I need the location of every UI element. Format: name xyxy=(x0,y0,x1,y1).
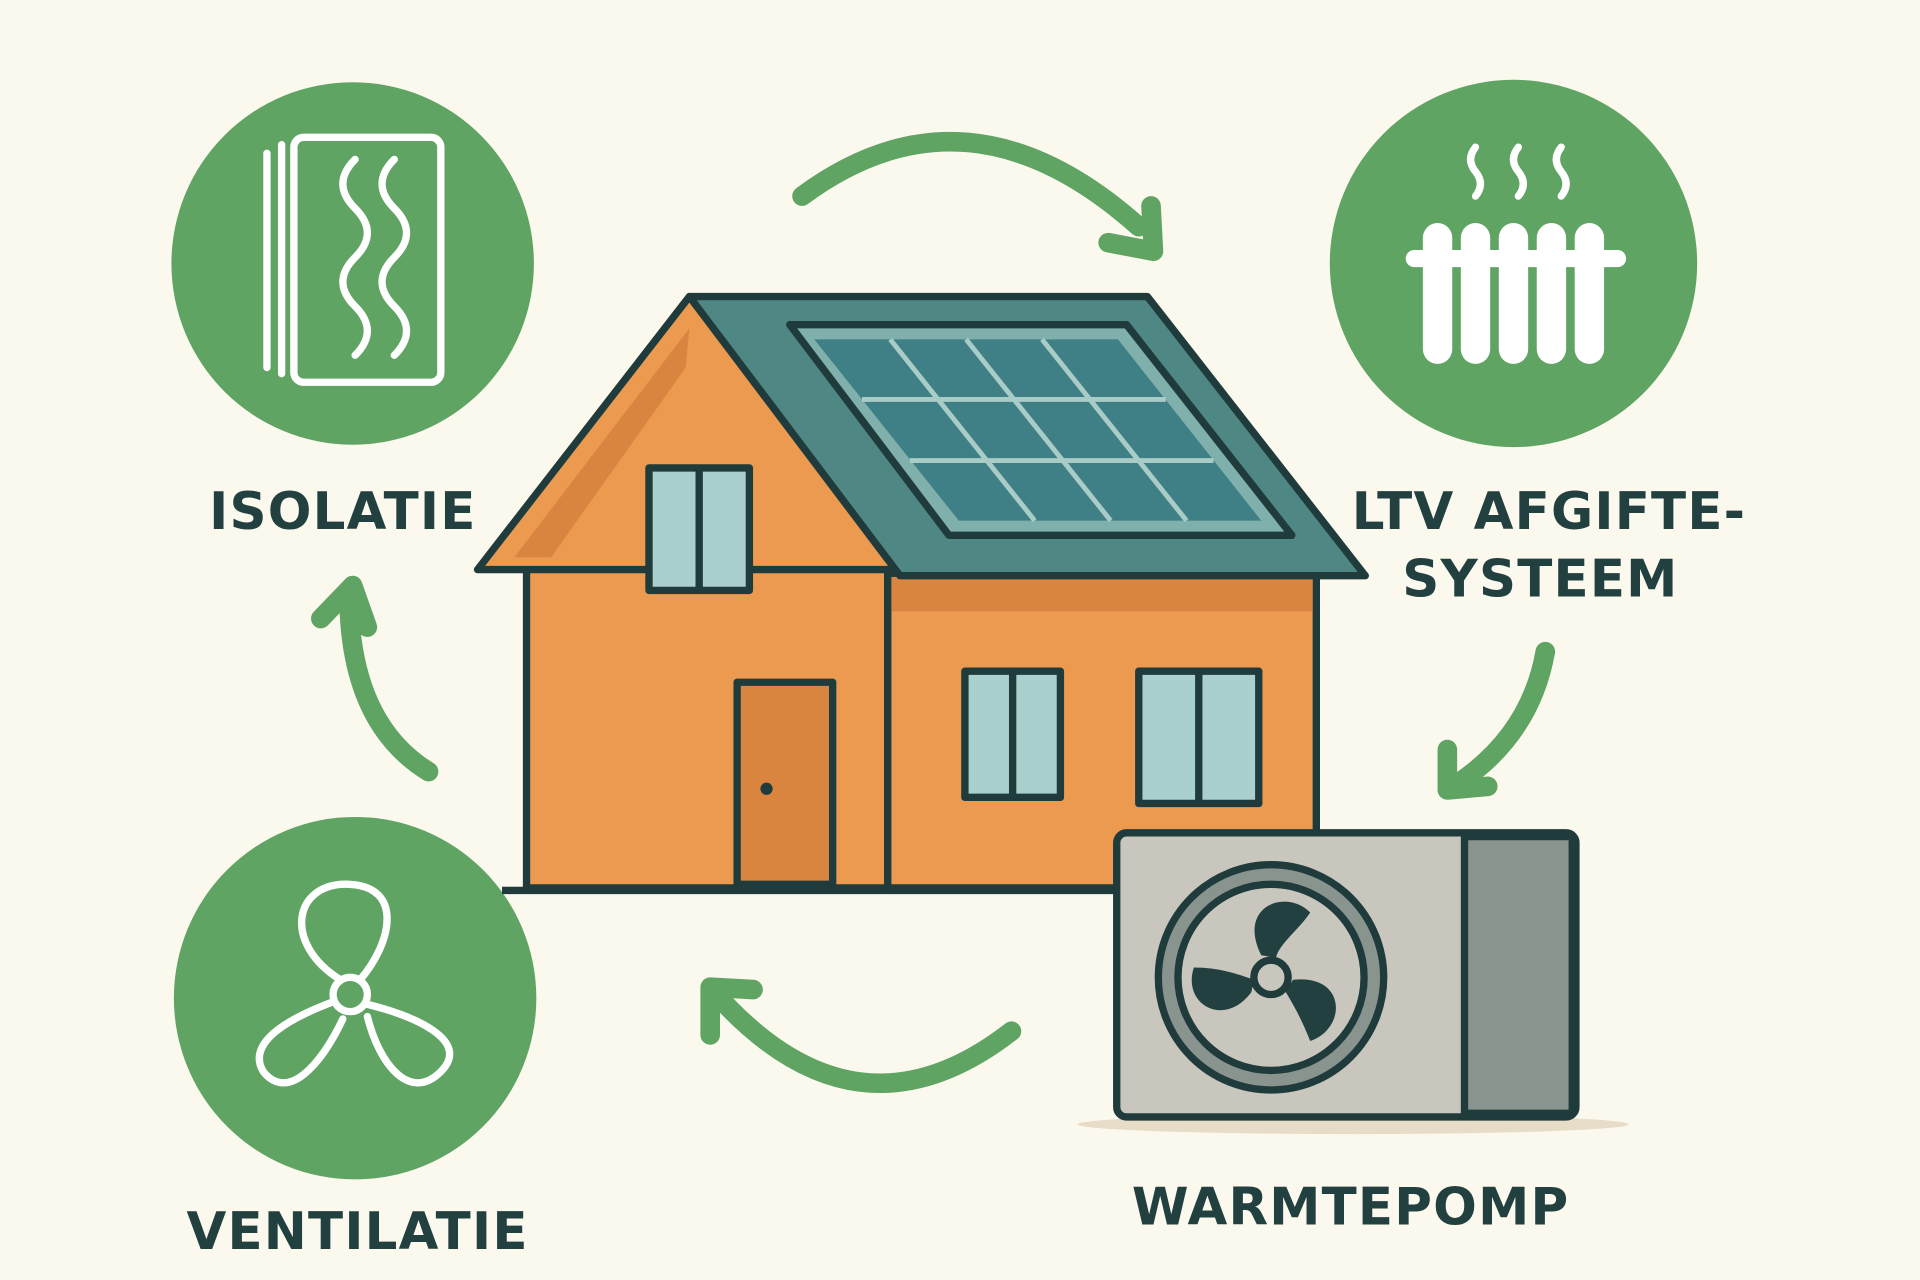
heat-pump-icon: WARMTEPOMP xyxy=(1077,829,1629,1238)
ltv-node: LTV AFGIFTE- SYSTEEM xyxy=(1329,79,1747,610)
heat-pump-label: WARMTEPOMP xyxy=(1132,1178,1570,1238)
ltv-label-line2: SYSTEEM xyxy=(1402,550,1678,610)
insulation-icon xyxy=(263,133,445,386)
insulation-node: ISOLATIE xyxy=(171,82,534,542)
solar-panel-icon xyxy=(786,321,1296,539)
cycle-arrow-icon xyxy=(311,131,1556,1093)
insulation-label: ISOLATIE xyxy=(209,482,477,542)
ventilation-fan-icon xyxy=(255,880,454,1087)
window xyxy=(645,464,1263,808)
ventilation-label: VENTILATIE xyxy=(186,1202,528,1262)
door xyxy=(733,678,837,888)
ventilation-node: VENTILATIE xyxy=(173,816,537,1262)
ltv-label-line1: LTV AFGIFTE- xyxy=(1352,482,1747,542)
radiator-icon xyxy=(1405,143,1627,364)
house-icon xyxy=(473,292,1369,895)
